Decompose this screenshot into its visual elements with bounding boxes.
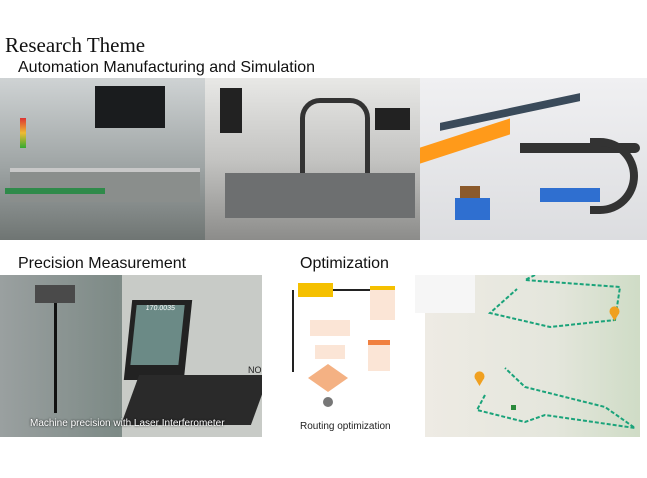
laser-interferometer-photo: 170.0035 NO Machine precision with Laser… (0, 275, 262, 437)
map-pin-icon (609, 306, 620, 321)
optimization-heading: Optimization (300, 255, 389, 272)
laser-readout: 170.0035 (130, 305, 185, 365)
simulation-3d-render (420, 78, 647, 240)
map-pin-icon (474, 371, 485, 386)
automation-lab-photo-1 (0, 78, 205, 240)
automation-lab-photo-2 (205, 78, 420, 240)
precision-heading: Precision Measurement (18, 255, 187, 272)
route-path (474, 275, 636, 429)
optimization-flowchart (288, 280, 425, 440)
route-map (415, 275, 640, 437)
optimization-caption: Routing optimization (300, 421, 391, 432)
wall-text: NO (248, 365, 262, 375)
precision-caption: Machine precision with Laser Interferome… (30, 418, 225, 429)
automation-heading: Automation Manufacturing and Simulation (18, 59, 316, 76)
slide-title: Research Theme (5, 33, 146, 57)
